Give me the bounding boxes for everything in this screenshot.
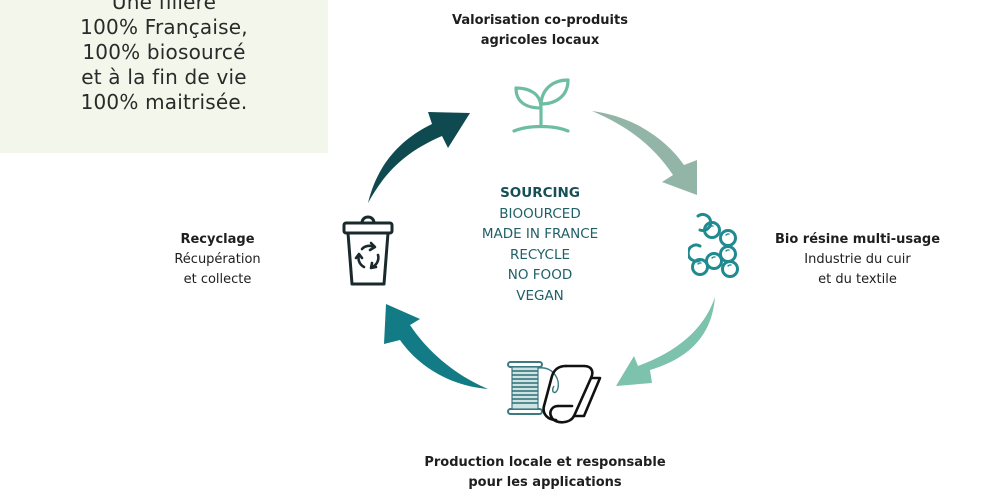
arrow-resin-to-production [616, 297, 715, 386]
step-right-label: Bio résine multi-usage Industrie du cuir… [760, 230, 955, 290]
thread-spool-fabric-icon [500, 358, 602, 426]
statement-text: Une filière 100% Française, 100% biosour… [0, 0, 328, 115]
statement-line: Une filière [111, 0, 217, 14]
step-left-title: Recyclage [180, 232, 255, 247]
arrow-recycle-to-sourcing [368, 112, 470, 203]
sourcing-heading: SOURCING [500, 185, 580, 201]
statement-panel: Une filière 100% Française, 100% biosour… [0, 0, 328, 153]
sourcing-block: SOURCING BIOOURCED MADE IN FRANCE RECYCL… [455, 183, 625, 306]
statement-line: et à la fin de vie [81, 65, 247, 89]
step-right-line: et du textile [818, 272, 897, 287]
sourcing-item: MADE IN FRANCE [481, 226, 599, 242]
sourcing-item: RECYCLE [509, 246, 571, 263]
step-left-line: et collecte [183, 272, 252, 287]
sourcing-item: NO FOOD [507, 267, 573, 283]
arrow-production-to-recycle [384, 304, 488, 389]
step-left-line: Récupération [174, 252, 261, 267]
step-bottom-line: Production locale et responsable [424, 455, 666, 470]
step-left-label: Recyclage Récupération et collecte [150, 230, 285, 290]
statement-line: 100% Française, [80, 15, 248, 39]
sprout-icon [508, 74, 574, 134]
spool-icon [507, 361, 559, 415]
step-bottom-line: pour les applications [468, 475, 622, 490]
statement-line: 100% biosourcé [82, 40, 246, 64]
fabric-roll-icon [542, 364, 602, 424]
statement-line: 100% maitrisée. [80, 90, 248, 114]
molecule-chain-icon [688, 210, 744, 282]
step-top-label: Valorisation co-produits agricoles locau… [420, 11, 660, 51]
step-right-line: Industrie du cuir [804, 252, 911, 267]
step-bottom-label: Production locale et responsable pour le… [400, 453, 690, 493]
step-top-line: Valorisation co-produits [452, 13, 628, 28]
sourcing-item: BIOOURCED [499, 205, 581, 222]
sourcing-item: VEGAN [516, 287, 564, 304]
step-right-title: Bio résine multi-usage [774, 232, 941, 247]
recycle-bin-icon [340, 213, 396, 287]
step-top-line: agricoles locaux [480, 33, 600, 48]
arrow-sourcing-to-resin [592, 111, 697, 195]
